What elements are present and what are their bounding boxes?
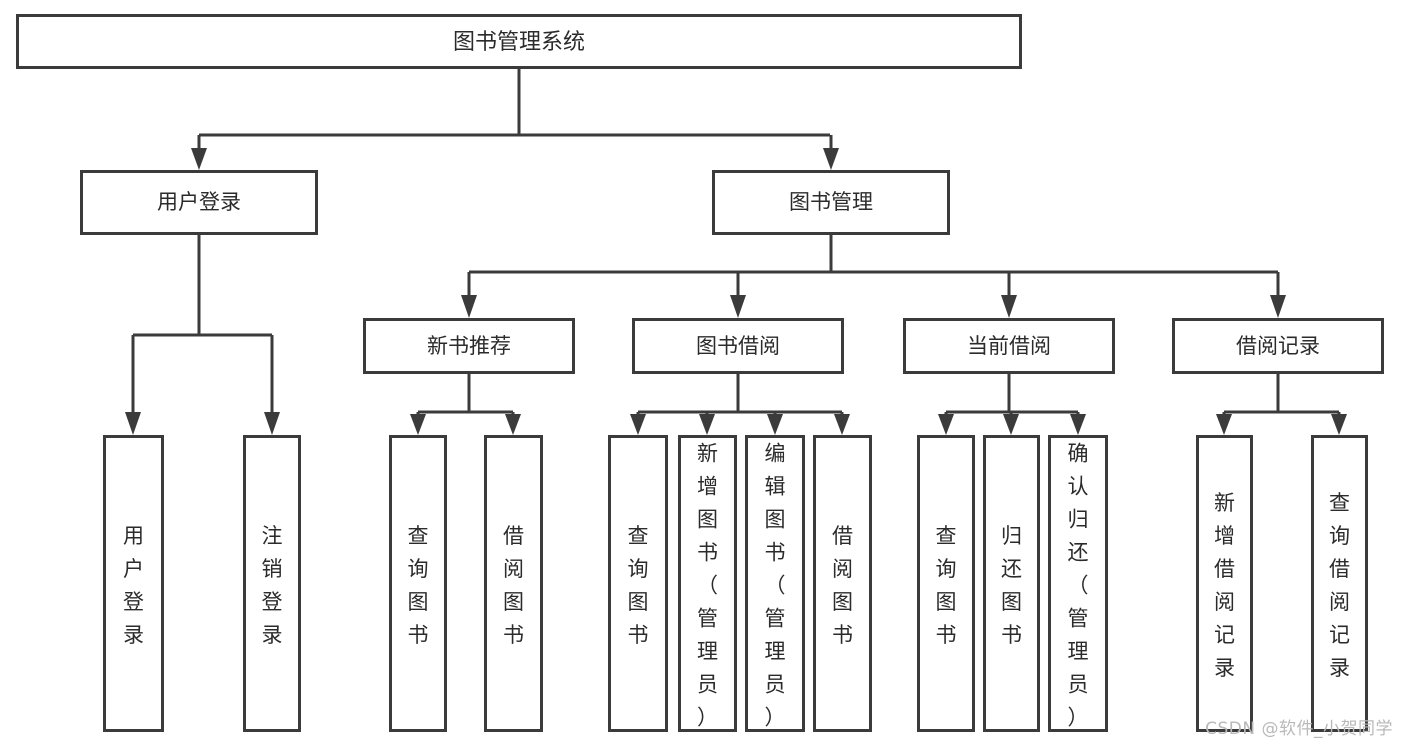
node-borrow-records[interactable]: 借阅记录 (1172, 318, 1384, 374)
leaf-layer: 用户登录 注销登录 查询图书 借阅图书 查询图书 新增图书（管理员） 编辑图书（管理员） 借阅… (103, 435, 1368, 732)
book-management-box (712, 170, 950, 235)
leaf-label: 编辑图书（管理员） (765, 442, 786, 730)
leaf-box (678, 435, 737, 732)
connector-layer (125, 69, 1347, 435)
leaf-node[interactable]: 查询借阅记录 (1311, 435, 1368, 732)
leaf-box (745, 435, 805, 732)
leaf-box (484, 435, 543, 732)
leaf-label: 新增图书（管理员） (697, 442, 718, 730)
node-root[interactable]: 图书管理系统 (16, 14, 1022, 69)
leaf-label: 归还图书 (1001, 524, 1022, 647)
leaf-node[interactable]: 借阅图书 (813, 435, 872, 732)
borrow-records-box (1172, 318, 1384, 374)
leaf-node[interactable]: 确认归还（管理员） (1048, 435, 1108, 732)
arrow-leaf-5 (630, 414, 646, 435)
arrow-to-records (1270, 295, 1286, 318)
leaf-box (813, 435, 872, 732)
leaf-node[interactable]: 归还图书 (983, 435, 1040, 732)
leaf-box (243, 435, 301, 732)
arrow-to-user-login (191, 148, 207, 170)
arrow-to-borrow (730, 295, 746, 318)
arrow-leaf-1 (125, 412, 141, 435)
user-login-box (80, 170, 318, 235)
arrow-to-current (1001, 295, 1017, 318)
leaf-box (917, 435, 975, 732)
leaf-label: 确认归还（管理员） (1068, 442, 1089, 730)
leaf-label: 注销登录 (262, 524, 283, 647)
leaf-box (983, 435, 1040, 732)
leaf-label: 查询图书 (936, 524, 957, 647)
node-new-book-recommend[interactable]: 新书推荐 (363, 318, 575, 374)
arrow-leaf-11 (1070, 414, 1086, 435)
leaf-box (1196, 435, 1253, 732)
leaf-label: 查询借阅记录 (1329, 491, 1350, 680)
leaf-box (1311, 435, 1368, 732)
book-borrow-box (632, 318, 844, 374)
arrow-leaf-9 (938, 414, 954, 435)
new-book-recommend-label: 新书推荐 (427, 334, 511, 358)
borrow-records-label: 借阅记录 (1236, 334, 1320, 358)
arrow-leaf-13 (1331, 414, 1347, 435)
leaf-node[interactable]: 查询图书 (917, 435, 975, 732)
arrow-leaf-8 (834, 414, 850, 435)
leaf-box (103, 435, 164, 732)
leaf-node[interactable]: 查询图书 (608, 435, 668, 732)
arrow-leaf-6 (699, 414, 715, 435)
arrow-leaf-2 (264, 412, 280, 435)
leaf-node[interactable]: 新增借阅记录 (1196, 435, 1253, 732)
leaf-label: 查询图书 (628, 524, 649, 647)
node-book-management[interactable]: 图书管理 (712, 170, 950, 235)
node-book-borrow[interactable]: 图书借阅 (632, 318, 844, 374)
leaf-label: 用户登录 (123, 524, 144, 647)
arrow-leaf-3 (410, 414, 426, 435)
leaf-box (608, 435, 668, 732)
arrow-leaf-4 (505, 414, 521, 435)
leaf-node[interactable]: 新增图书（管理员） (678, 435, 737, 732)
root-label: 图书管理系统 (453, 30, 585, 55)
arrow-to-newbook (461, 295, 477, 318)
arrow-leaf-12 (1216, 414, 1232, 435)
arrow-leaf-7 (767, 414, 783, 435)
new-book-recommend-box (363, 318, 575, 374)
leaf-box (389, 435, 447, 732)
leaf-node[interactable]: 编辑图书（管理员） (745, 435, 805, 732)
leaf-label: 新增借阅记录 (1214, 491, 1235, 680)
leaf-node[interactable]: 注销登录 (243, 435, 301, 732)
current-borrow-box (903, 318, 1115, 374)
arrow-to-book-mgmt (823, 148, 839, 170)
leaf-node[interactable]: 用户登录 (103, 435, 164, 732)
root-box (16, 14, 1022, 69)
leaf-node[interactable]: 借阅图书 (484, 435, 543, 732)
node-current-borrow[interactable]: 当前借阅 (903, 318, 1115, 374)
leaf-node[interactable]: 查询图书 (389, 435, 447, 732)
leaf-box (1048, 435, 1108, 732)
book-borrow-label: 图书借阅 (696, 334, 780, 358)
user-login-label: 用户登录 (157, 190, 241, 214)
leaf-label: 借阅图书 (503, 524, 524, 647)
current-borrow-label: 当前借阅 (967, 334, 1051, 358)
book-management-label: 图书管理 (789, 190, 873, 214)
node-user-login[interactable]: 用户登录 (80, 170, 318, 235)
arrow-leaf-10 (1003, 414, 1019, 435)
leaf-label: 借阅图书 (832, 524, 853, 647)
leaf-label: 查询图书 (408, 524, 429, 647)
